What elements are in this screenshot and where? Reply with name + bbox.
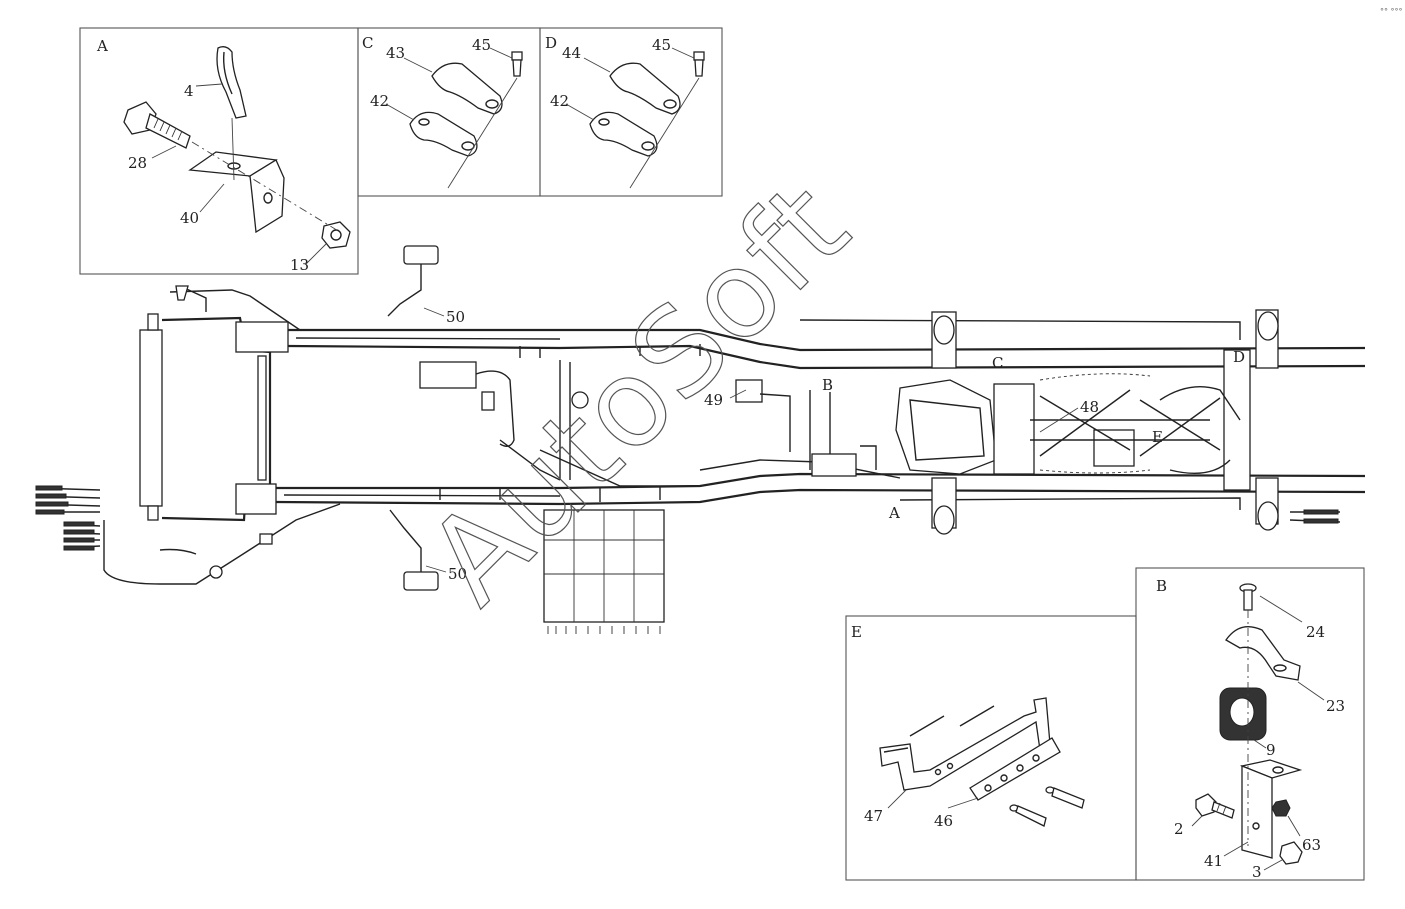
- locator-e: E: [1152, 428, 1163, 446]
- part-lower-saddle: [409, 111, 478, 157]
- callout-b-24: 24: [1306, 623, 1325, 641]
- part-mounting-plate: [969, 737, 1061, 801]
- part-upper-saddle: [431, 62, 503, 115]
- callout-b-2: 2: [1174, 820, 1184, 838]
- callout-e-46: 46: [934, 812, 953, 830]
- part-nut: [321, 221, 351, 249]
- callout-d-44: 44: [562, 44, 581, 62]
- part-mount-bracket: [1239, 759, 1303, 859]
- part-bolt: [123, 101, 191, 149]
- callout-b-3: 3: [1252, 863, 1262, 881]
- transmission-plate: [543, 509, 665, 634]
- callout-a-28: 28: [128, 154, 147, 172]
- callout-b-41: 41: [1204, 852, 1223, 870]
- part-upper-saddle: [609, 62, 681, 115]
- callout-main-49: 49: [704, 391, 723, 409]
- part-bolts: [1009, 786, 1085, 827]
- detail-panel-b: B: [1135, 567, 1365, 881]
- lamp-upper: [387, 245, 439, 317]
- chassis-layout: [35, 245, 1366, 634]
- part-flange-nut: [1279, 841, 1303, 865]
- part-screw: [511, 51, 523, 77]
- radiator: [139, 313, 163, 521]
- callout-d-45: 45: [652, 36, 671, 54]
- detail-panel-d: D 44 45 42: [539, 27, 723, 197]
- callout-c-43: 43: [386, 44, 405, 62]
- part-long-bracket: [879, 697, 1051, 791]
- panel-c-letter: C: [362, 34, 373, 52]
- detail-panel-a: A 4 28 40 13: [79, 27, 359, 275]
- part-strap: [1225, 626, 1301, 681]
- part-screw: [693, 51, 705, 77]
- callout-a-13: 13: [290, 256, 309, 274]
- callout-main-48: 48: [1080, 398, 1099, 416]
- panel-a-letter: A: [96, 37, 108, 55]
- locator-d: D: [1233, 348, 1245, 366]
- callout-b-63: 63: [1302, 836, 1321, 854]
- callout-d-42: 42: [550, 92, 569, 110]
- callout-a-4: 4: [184, 82, 194, 100]
- panel-b-frame: [1135, 567, 1365, 881]
- panel-d-letter: D: [545, 34, 557, 52]
- part-rivet: [1239, 583, 1257, 611]
- lamp-lower: [389, 509, 439, 591]
- callout-c-42: 42: [370, 92, 389, 110]
- callout-main-50-lower: 50: [448, 565, 467, 583]
- detail-panel-c: C 43 45 42: [357, 27, 541, 197]
- panel-b-letter: B: [1156, 577, 1167, 595]
- callout-main-50-upper: 50: [446, 308, 465, 326]
- part-clamp: [216, 46, 247, 119]
- callout-e-47: 47: [864, 807, 883, 825]
- callout-a-40: 40: [180, 209, 199, 227]
- part-bracket: [188, 151, 285, 234]
- callout-c-45: 45: [472, 36, 491, 54]
- part-hex-bolt: [1195, 793, 1235, 819]
- callout-b-23: 23: [1326, 697, 1345, 715]
- part-nut-small: [1271, 799, 1291, 817]
- locator-b: B: [822, 376, 833, 394]
- panel-d-frame: [539, 27, 723, 197]
- part-lower-saddle: [589, 111, 658, 157]
- part-bushing: [1219, 687, 1267, 741]
- locator-a: A: [888, 504, 900, 522]
- corner-mark: °° °°°: [1380, 7, 1403, 16]
- detail-panel-e: E 47 46: [845, 615, 1137, 881]
- locator-c: C: [992, 354, 1003, 372]
- panel-e-letter: E: [851, 623, 862, 641]
- callout-b-9: 9: [1266, 741, 1276, 759]
